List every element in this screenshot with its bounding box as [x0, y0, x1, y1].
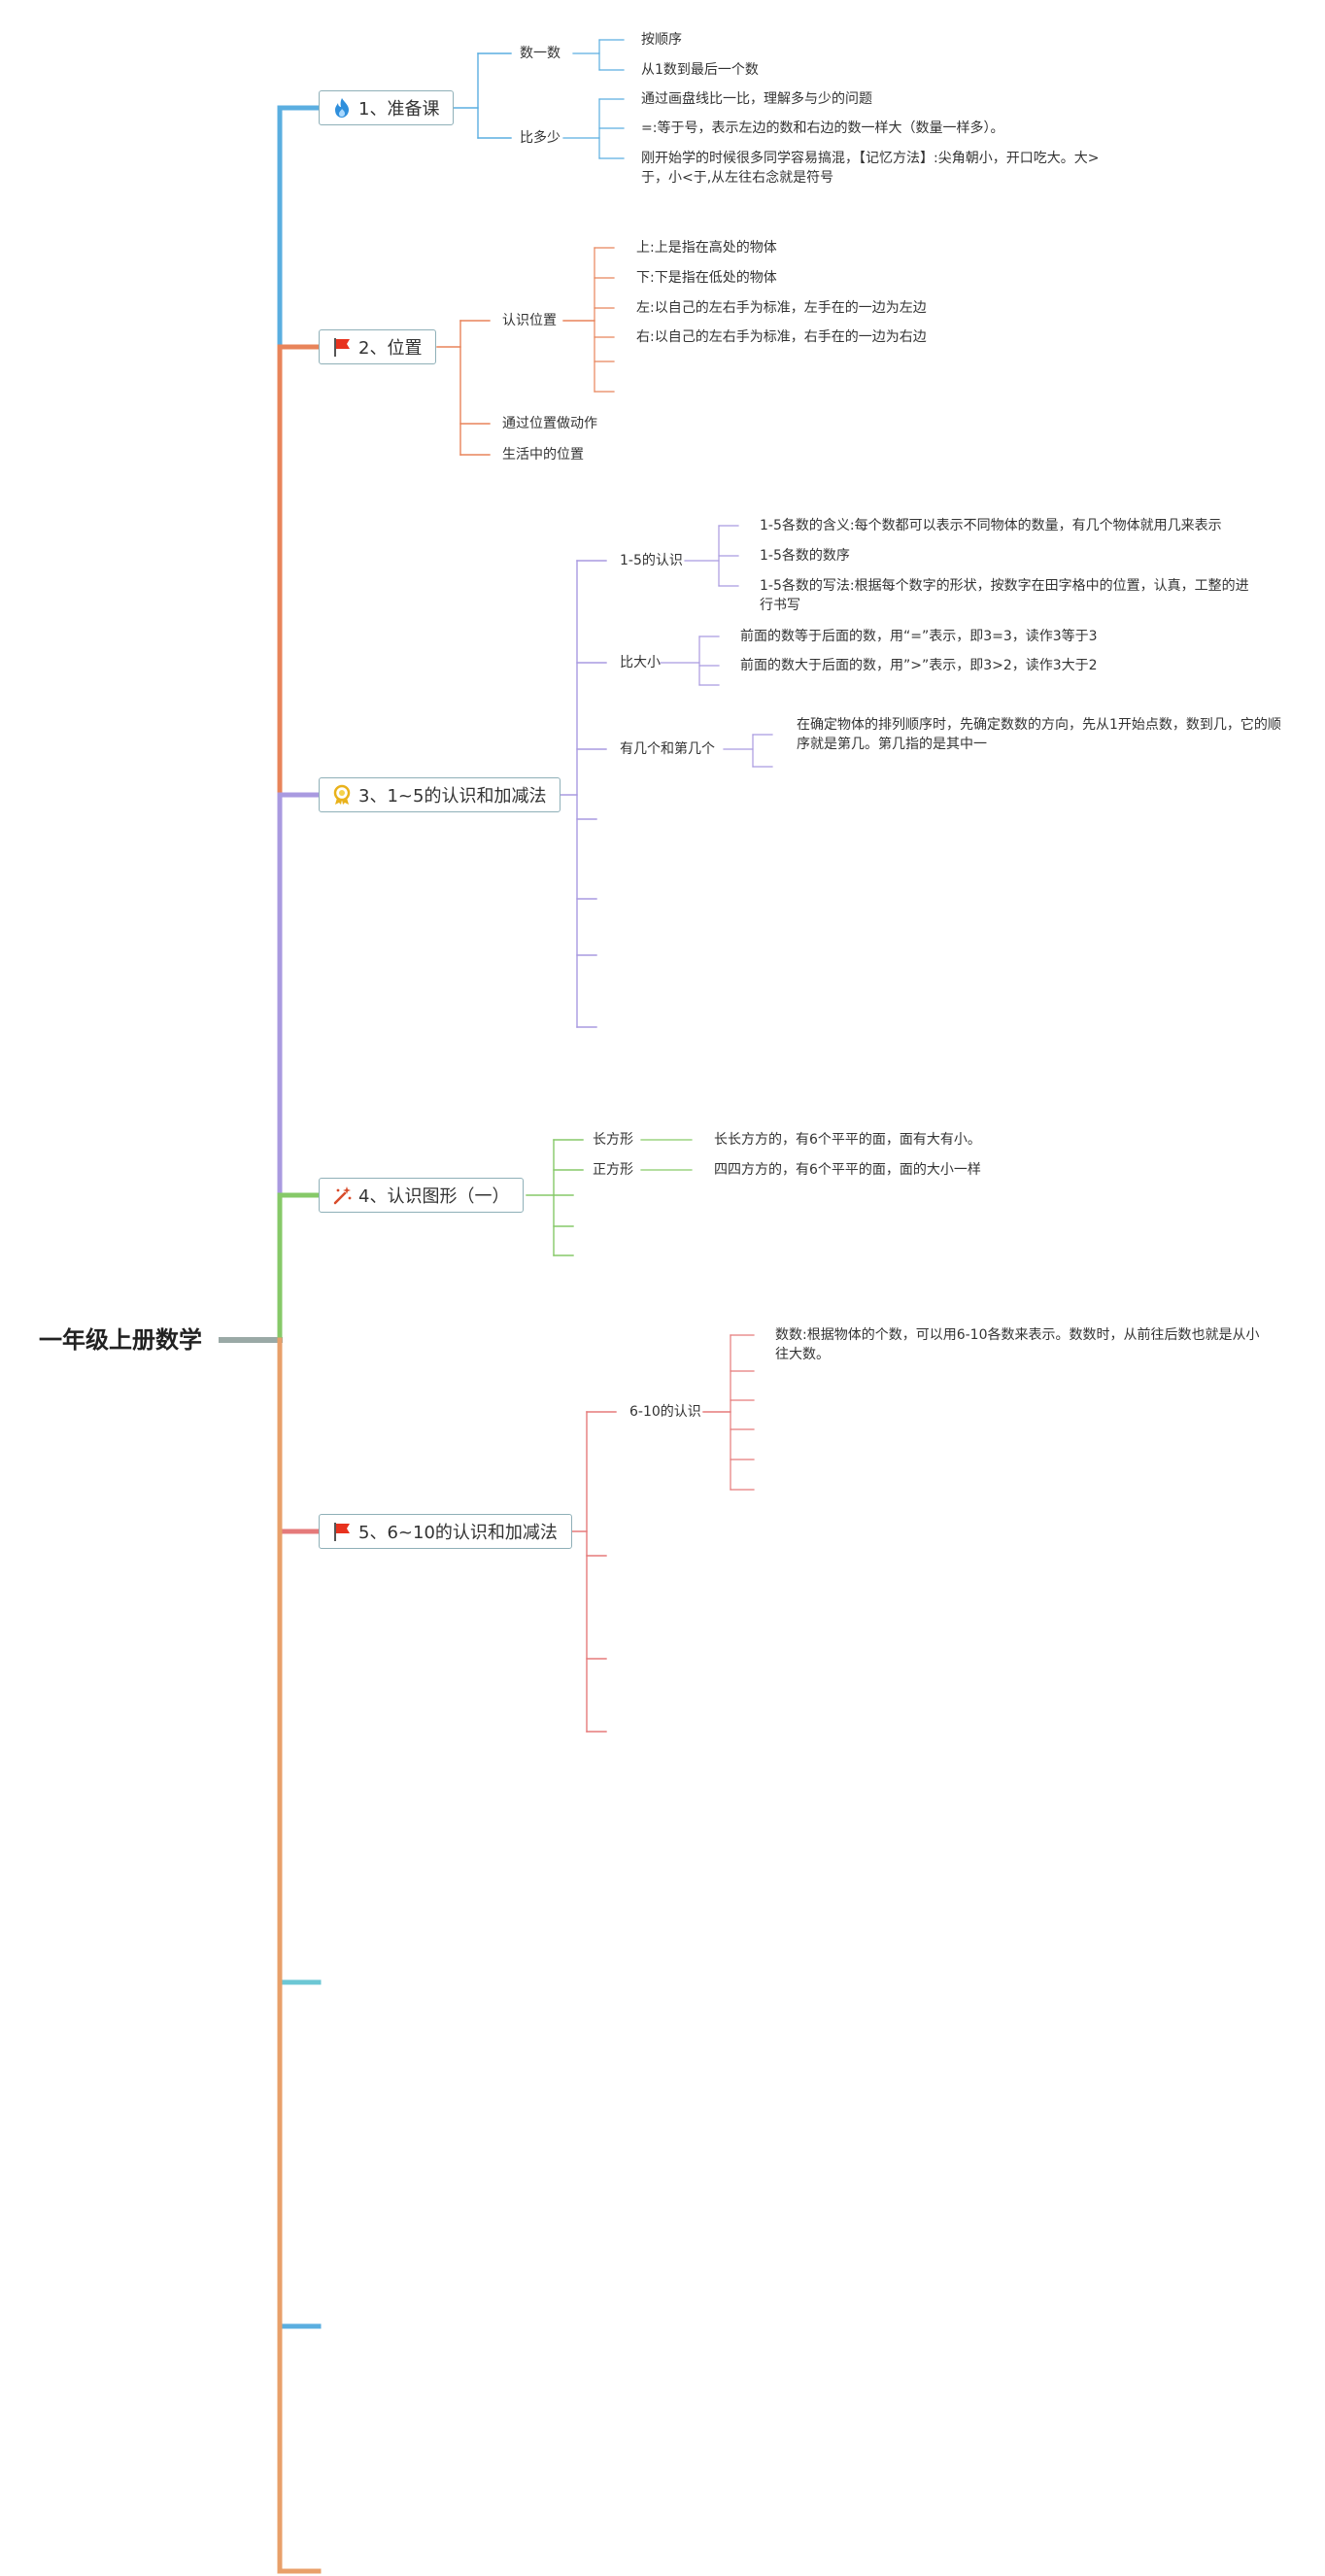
topic-label: 1、准备课: [358, 99, 440, 120]
leaf-left[interactable]: 左:以自己的左右手为标准，左手在的一边为左边: [636, 300, 927, 316]
leaf-memory-method[interactable]: 刚开始学的时候很多同学容易搞混，【记忆方法】:尖角朝小，开口吃大。大>于，小<于…: [641, 151, 1100, 186]
topic-label: 3、1~5的认识和加减法: [358, 786, 547, 807]
fire-icon: [331, 97, 353, 119]
subtopic-rectangle[interactable]: 长方形: [593, 1132, 633, 1148]
topic-label: 5、6~10的认识和加减法: [358, 1523, 558, 1543]
subtopic-compare-more-less[interactable]: 比多少: [520, 130, 561, 146]
subtopic-count[interactable]: 数一数: [520, 46, 561, 61]
subtopic-actions-by-position[interactable]: 通过位置做动作: [502, 416, 597, 431]
topic-position[interactable]: 2、位置: [319, 329, 437, 364]
subtopic-recognize-position[interactable]: 认识位置: [502, 313, 557, 328]
leaf-up[interactable]: 上:上是指在高处的物体: [636, 240, 777, 256]
leaf-square-desc[interactable]: 四四方方的，有6个平平的面，面的大小一样: [714, 1162, 981, 1178]
leaf-meaning-1-5[interactable]: 1-5各数的含义:每个数都可以表示不同物体的数量，有几个物体就用几来表示: [760, 518, 1222, 533]
medal-icon: [331, 784, 353, 806]
leaf-greater-compare[interactable]: 前面的数大于后面的数，用”>”表示，即3>2，读作3大于2: [740, 658, 1098, 673]
leaf-down[interactable]: 下:下是指在低处的物体: [636, 270, 777, 286]
flag-icon: [331, 336, 353, 358]
topic-prep-course[interactable]: 1、准备课: [319, 90, 455, 125]
flag-icon: [331, 1521, 353, 1542]
root-topic[interactable]: 一年级上册数学: [39, 1326, 202, 1354]
subtopic-compare-size[interactable]: 比大小: [620, 655, 661, 670]
subtopic-recognize-6-10[interactable]: 6-10的认识: [629, 1404, 701, 1420]
leaf-line-matching[interactable]: 通过画盘线比一比，理解多与少的问题: [641, 91, 872, 107]
subtopic-how-many-which[interactable]: 有几个和第几个: [620, 741, 715, 757]
topic-numbers-1-5[interactable]: 3、1~5的认识和加减法: [319, 777, 561, 812]
subtopic-position-in-life[interactable]: 生活中的位置: [502, 447, 584, 463]
leaf-equal-compare[interactable]: 前面的数等于后面的数，用“=”表示，即3=3，读作3等于3: [740, 629, 1098, 644]
leaf-order-1-5[interactable]: 1-5各数的数序: [760, 548, 850, 564]
subtopic-square[interactable]: 正方形: [593, 1162, 633, 1178]
topic-label: 4、认识图形（一）: [358, 1186, 510, 1207]
leaf-right[interactable]: 右:以自己的左右手为标准，右手在的一边为右边: [636, 329, 927, 345]
leaf-writing-1-5[interactable]: 1-5各数的写法:根据每个数字的形状，按数字在田字格中的位置，认真，工整的进行书…: [760, 578, 1249, 613]
topic-shapes[interactable]: 4、认识图形（一）: [319, 1178, 525, 1213]
topic-numbers-6-10[interactable]: 5、6~10的认识和加减法: [319, 1514, 572, 1549]
wand-icon: [331, 1185, 353, 1206]
topic-label: 2、位置: [358, 338, 423, 359]
leaf-rectangle-desc[interactable]: 长长方方的，有6个平平的面，面有大有小。: [714, 1132, 981, 1148]
subtopic-recognize-1-5[interactable]: 1-5的认识: [620, 553, 683, 568]
leaf-ordinal-order[interactable]: 在确定物体的排列顺序时，先确定数数的方向，先从1开始点数，数到几，它的顺序就是第…: [797, 717, 1281, 752]
leaf-count-to-last[interactable]: 从1数到最后一个数: [641, 62, 759, 78]
leaf-counting-6-10[interactable]: 数数:根据物体的个数，可以用6-10各数来表示。数数时，从前往后数也就是从小往大…: [775, 1327, 1260, 1362]
leaf-equal-sign[interactable]: =:等于号，表示左边的数和右边的数一样大（数量一样多）。: [641, 120, 1004, 136]
leaf-in-order[interactable]: 按顺序: [641, 32, 682, 48]
